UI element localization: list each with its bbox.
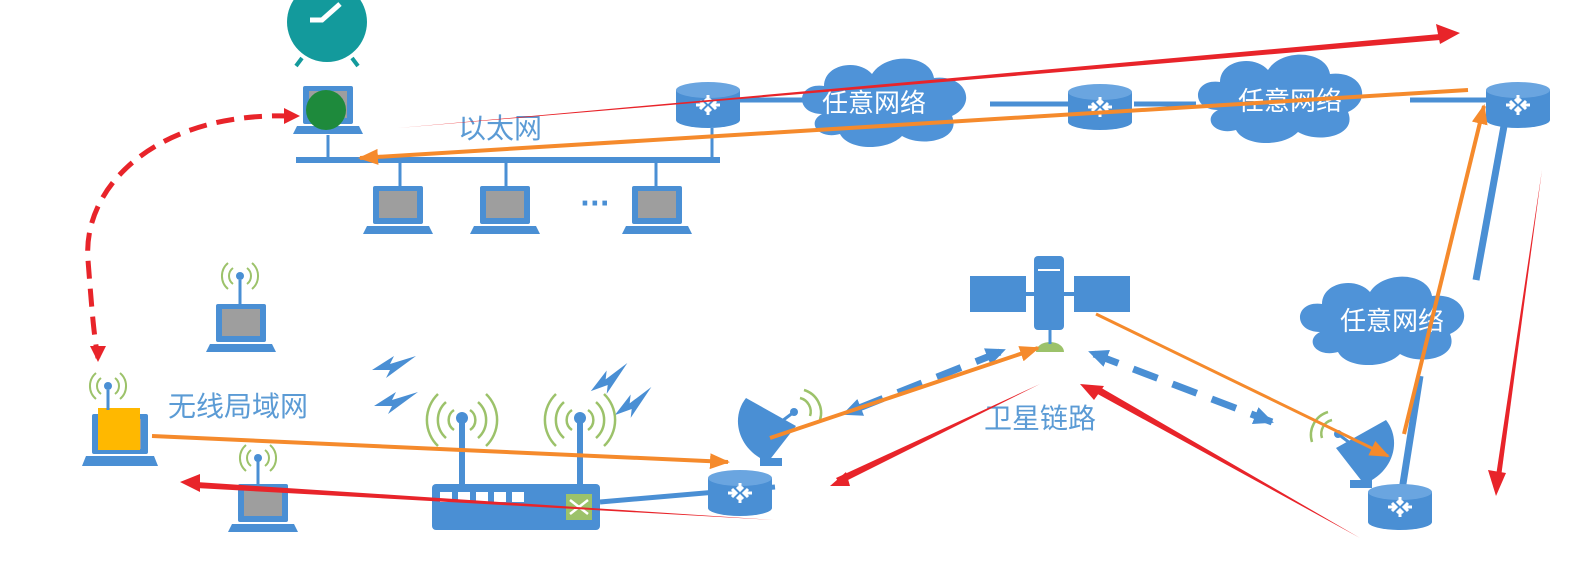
lightning-icon-1	[372, 356, 416, 378]
router-icon-bottom-left	[706, 468, 774, 518]
mobility-dashed-arrow	[85, 113, 291, 359]
red-arrow-top	[398, 24, 1460, 128]
lightning-icon-3	[586, 362, 635, 399]
satellite-icon	[970, 256, 1130, 352]
orange-arrow-to-satellite	[769, 346, 1040, 440]
lightning-icon-2	[374, 392, 418, 414]
lightning-icon-4	[610, 386, 659, 423]
ethernet-laptop-icon-1	[363, 186, 433, 234]
satellite-uplink-right	[1092, 350, 1274, 426]
cloud-label-right: 任意网络	[1340, 307, 1444, 337]
router-icon-top-right	[1484, 80, 1552, 130]
router-icon-top-left	[674, 80, 742, 130]
red-arrow-bottom-left	[180, 474, 774, 520]
ethernet-laptop-icon-3	[622, 186, 692, 234]
mobility-arrowhead-bottom	[90, 346, 106, 362]
source-host-laptop-icon	[293, 86, 363, 134]
wlan-label: 无线局域网	[168, 390, 308, 423]
orange-arrow-right-up	[1402, 104, 1488, 435]
red-arrow-satellite-right	[1080, 384, 1360, 538]
mobility-arrowhead-top	[284, 108, 300, 124]
alarm-clock-icon	[287, 0, 367, 68]
satellite-link-label: 卫星链路	[984, 402, 1096, 435]
red-arrow-right-down	[1488, 170, 1542, 496]
router-icon-bottom-right	[1366, 482, 1434, 532]
ethernet-label: 以太网	[458, 112, 542, 145]
orange-arrow-to-right-dish	[1095, 312, 1390, 458]
cloud-label-top-left: 任意网络	[822, 89, 926, 119]
ethernet-laptop-icon-2	[470, 186, 540, 234]
satellite-dish-icon-left	[736, 388, 823, 468]
wireless-laptop-icon-top	[206, 262, 276, 352]
router-icon-top-middle	[1066, 82, 1134, 132]
wireless-laptop-icon-bottom	[228, 444, 298, 532]
red-arrow-satellite-left	[830, 384, 1040, 486]
mobile-host-laptop-icon	[82, 372, 158, 466]
orange-arrow-top-return	[358, 88, 1469, 165]
ethernet-ellipsis: ···	[580, 189, 610, 219]
orange-arrow-wlan-to-router	[151, 434, 730, 470]
